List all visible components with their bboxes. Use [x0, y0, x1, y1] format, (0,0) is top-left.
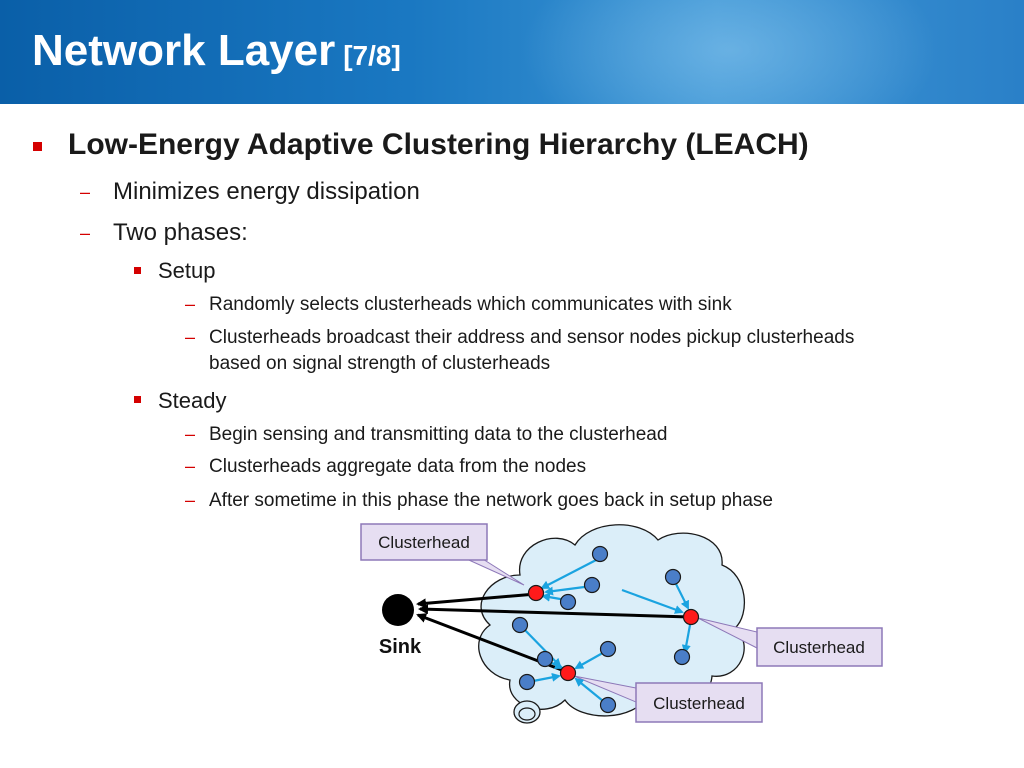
- sensor-node: [599, 696, 617, 714]
- callout-clusterhead-3: Clusterhead: [635, 682, 763, 723]
- slide-title: Network Layer[7/8]: [32, 26, 401, 76]
- callout-label: Clusterhead: [653, 694, 745, 713]
- bullet-marker-square: [134, 396, 141, 403]
- arrow-to-clusterhead: [621, 588, 684, 614]
- clusterhead-nodes: [527, 584, 700, 682]
- clusterhead-node: [682, 608, 700, 626]
- steady-item-1: Begin sensing and transmitting data to t…: [209, 424, 668, 445]
- bullet-marker-dash: –: [185, 490, 196, 510]
- sink-node: [382, 594, 414, 626]
- slide-header: Network Layer[7/8]: [0, 0, 1024, 104]
- slide-title-page: [7/8]: [343, 40, 401, 71]
- arrow-to-clusterhead: [681, 624, 692, 654]
- bullet-marker-dash: –: [185, 327, 196, 347]
- bullet-minimizes: Minimizes energy dissipation: [113, 178, 420, 205]
- slide-title-main: Network Layer: [32, 26, 336, 75]
- arrow-to-sink: [416, 592, 537, 609]
- callout-clusterhead-2: Clusterhead: [756, 627, 883, 667]
- setup-item-1: Randomly selects clusterheads which comm…: [209, 294, 732, 315]
- sensor-nodes: [511, 545, 691, 714]
- sensor-node: [518, 673, 536, 691]
- callout-label: Clusterhead: [773, 638, 865, 657]
- arrow-to-clusterhead: [540, 557, 601, 589]
- bullet-marker-dash: –: [80, 182, 91, 202]
- sensor-node: [583, 576, 601, 594]
- clusterhead-node: [559, 664, 577, 682]
- sensor-node: [536, 650, 554, 668]
- steady-item-2: Clusterheads aggregate data from the nod…: [209, 456, 587, 477]
- sensor-node: [664, 568, 682, 586]
- header-glow: [520, 0, 940, 104]
- sensor-node: [599, 640, 617, 658]
- bullet-marker-dash: –: [80, 223, 91, 243]
- arrow-to-clusterhead: [520, 625, 562, 668]
- callout-clusterhead-1: Clusterhead: [360, 523, 488, 561]
- bullet-steady: Steady: [158, 388, 227, 413]
- arrow-to-clusterhead: [574, 677, 604, 702]
- callout-label: Clusterhead: [378, 533, 470, 552]
- sink-label: Sink: [379, 636, 422, 658]
- bullet-marker-dash: –: [185, 456, 196, 476]
- sensor-node: [559, 593, 577, 611]
- bullet-marker-dash: –: [185, 424, 196, 444]
- setup-item-2-cont: based on signal strength of clusterheads: [209, 353, 551, 374]
- clusterhead-node: [527, 584, 545, 602]
- bullet-setup: Setup: [158, 258, 216, 283]
- sensor-node: [591, 545, 609, 563]
- setup-item-2: Clusterheads broadcast their address and…: [209, 327, 855, 348]
- sensor-node: [511, 616, 529, 634]
- arrow-to-sink: [418, 604, 691, 619]
- bullet-marker-square: [134, 267, 141, 274]
- bullet-two-phases: Two phases:: [113, 219, 248, 246]
- sensor-node: [673, 648, 691, 666]
- bullet-marker-dash: –: [185, 294, 196, 314]
- bullet-marker-square: [33, 142, 42, 151]
- steady-item-3: After sometime in this phase the network…: [209, 490, 773, 511]
- bullet-leach: Low-Energy Adaptive Clustering Hierarchy…: [68, 128, 809, 161]
